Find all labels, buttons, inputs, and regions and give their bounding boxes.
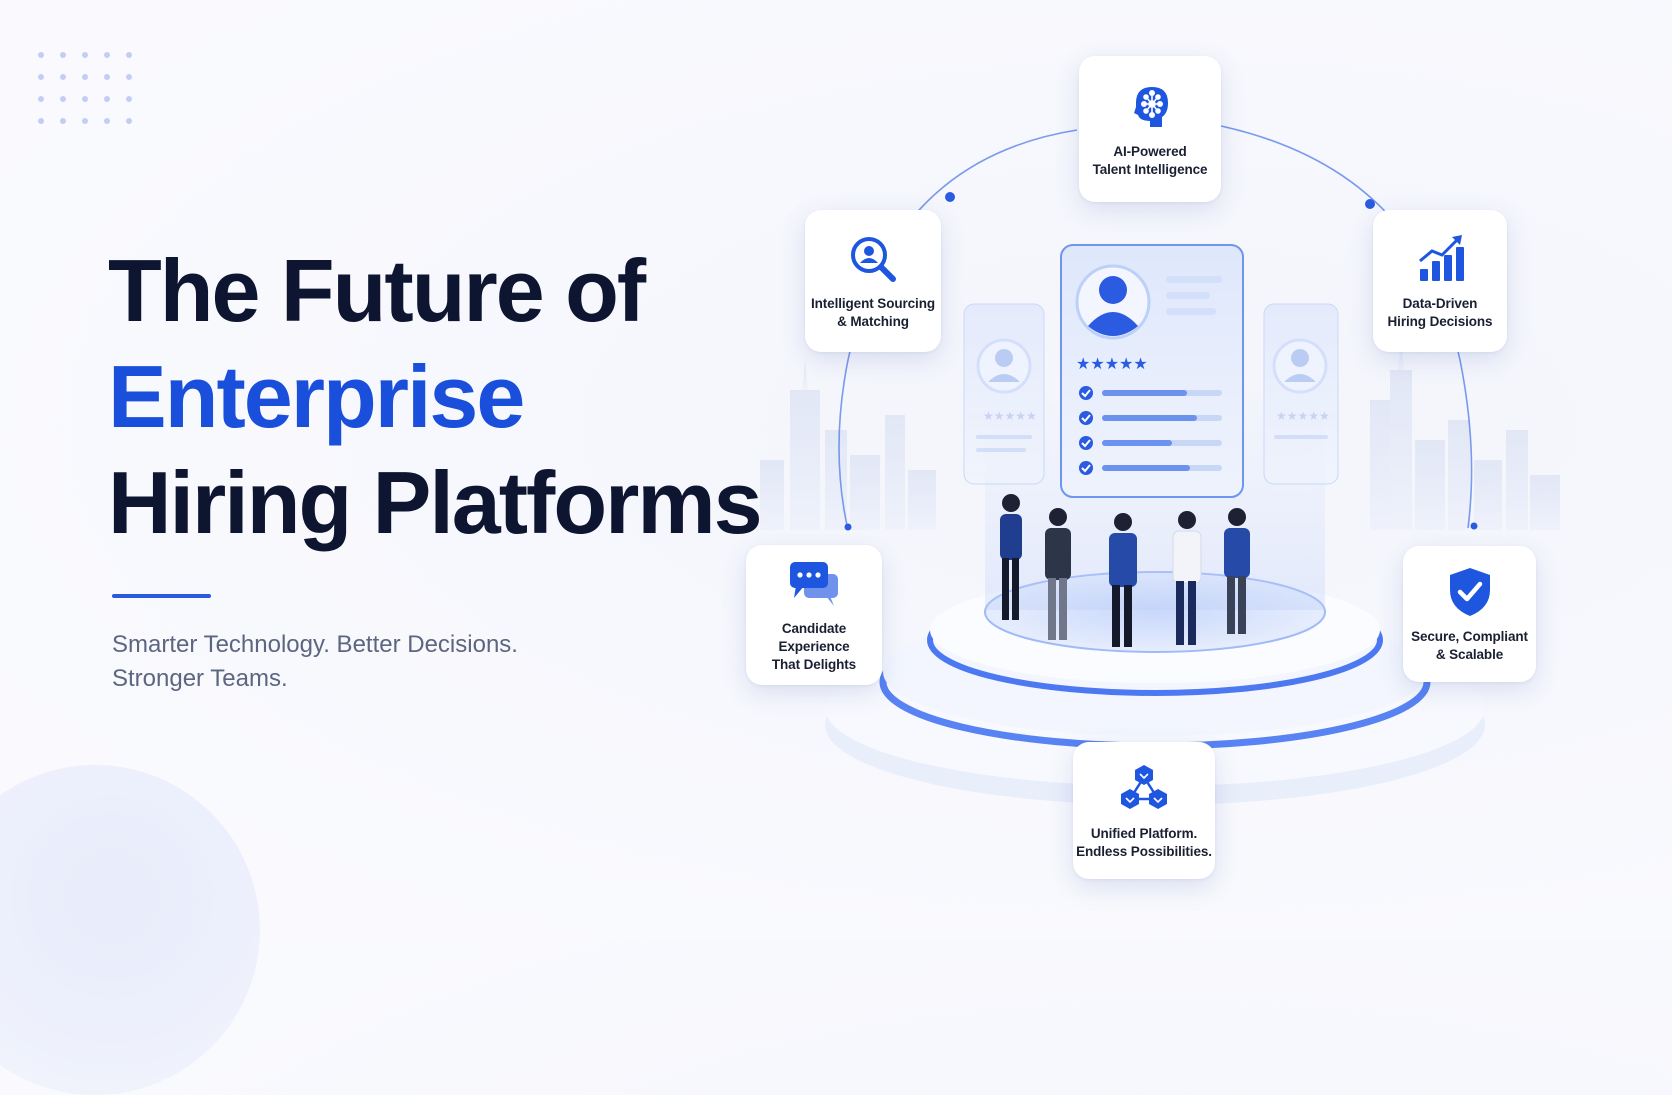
feature-label: AI-Powered Talent Intelligence [1093, 143, 1208, 179]
city-skyline [760, 340, 1560, 530]
feature-card-intelligent-sourcing: Intelligent Sourcing & Matching [805, 210, 941, 352]
dot-grid-decoration [38, 52, 138, 130]
title-line-2-highlight: Enterprise [108, 347, 525, 446]
feature-label-line-2: Endless Possibilities. [1076, 843, 1212, 859]
subtitle: Smarter Technology. Better Decisions. St… [112, 628, 518, 696]
shield-check-icon [1442, 564, 1498, 620]
feature-label-line-1: Unified Platform. [1090, 825, 1198, 841]
page-title: The Future of Enterprise Hiring Platform… [108, 238, 763, 556]
title-line-3: Hiring Platforms [108, 453, 763, 552]
title-line-1: The Future of [108, 241, 646, 340]
feature-card-unified-platform: Unified Platform. Endless Possibilities. [1073, 742, 1215, 879]
feature-card-candidate-experience: Candidate Experience That Delights [746, 545, 882, 685]
feature-label: Data-Driven Hiring Decisions [1388, 295, 1493, 331]
feature-label: Candidate Experience That Delights [746, 620, 882, 674]
feature-label-line-1: Secure, Compliant [1411, 629, 1528, 644]
feature-label-line-2: Talent Intelligence [1092, 162, 1208, 177]
feature-label-line-2: Hiring Decisions [1387, 314, 1493, 329]
feature-label-line-2: & Matching [837, 314, 909, 329]
subtitle-line-1: Smarter Technology. Better Decisions. [112, 631, 518, 658]
feature-label: Secure, Compliant & Scalable [1411, 628, 1528, 664]
side-profile-panel-right: ★★★★★ [1263, 303, 1339, 485]
feature-card-secure-compliant: Secure, Compliant & Scalable [1403, 546, 1536, 682]
subtitle-line-2: Stronger Teams. [112, 665, 288, 692]
feature-card-data-driven-decisions: Data-Driven Hiring Decisions [1373, 210, 1507, 352]
title-underline-divider [112, 594, 211, 598]
svg-text:★★★★★: ★★★★★ [983, 409, 1037, 423]
bar-chart-trend-icon [1412, 231, 1468, 287]
feature-label-line-1: AI-Powered [1113, 144, 1187, 159]
feature-label: Unified Platform. Endless Possibilities. [1076, 825, 1212, 861]
chat-bubbles-icon [786, 556, 842, 612]
magnifier-person-icon [845, 231, 901, 287]
corner-circle-decoration [0, 765, 260, 1095]
feature-card-ai-talent-intelligence: AI-Powered Talent Intelligence [1079, 56, 1221, 202]
main-profile-card: ★★★★★ [1060, 244, 1244, 498]
feature-label-line-1: Candidate Experience [778, 621, 850, 654]
side-profile-panel-left: ★★★★★ [963, 303, 1045, 485]
brain-network-icon [1122, 79, 1178, 135]
feature-label-line-2: That Delights [771, 657, 857, 672]
connected-cubes-icon [1116, 761, 1172, 817]
feature-label-line-1: Intelligent Sourcing [810, 296, 935, 311]
feature-label-line-2: & Scalable [1435, 647, 1504, 662]
svg-text:★★★★★: ★★★★★ [1276, 409, 1330, 423]
feature-label: Intelligent Sourcing & Matching [811, 295, 935, 331]
rating-stars: ★★★★★ [1076, 356, 1148, 373]
feature-label-line-1: Data-Driven [1402, 296, 1478, 311]
people-group [1000, 494, 1250, 647]
